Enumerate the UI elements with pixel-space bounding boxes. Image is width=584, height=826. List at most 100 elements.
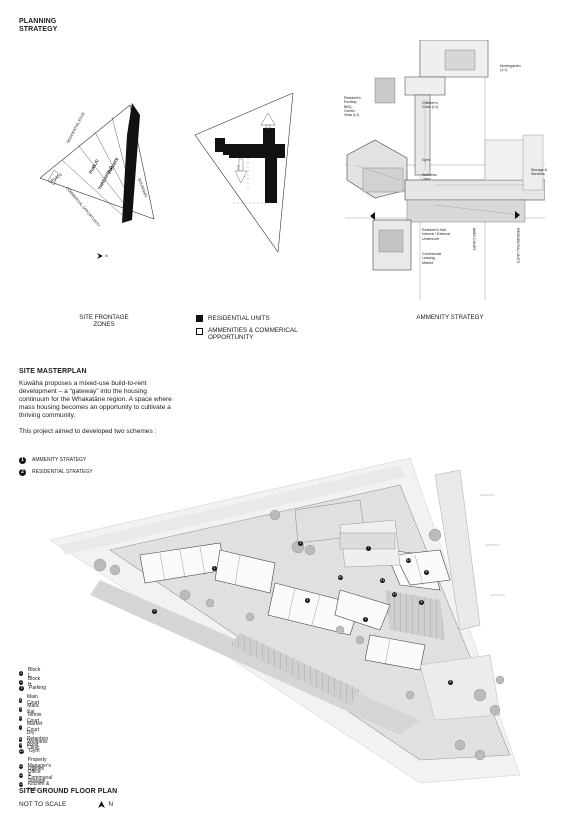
masterplan-description: Kuwāha proposes a mixed-use build-to-ren… bbox=[19, 380, 279, 437]
legend-number: 1 bbox=[19, 670, 24, 676]
schemes-intro: This project aimed to developed two sche… bbox=[19, 428, 157, 436]
planning-title-line1: PLANNING bbox=[19, 18, 57, 25]
amenity-text: Leasing, bbox=[422, 256, 436, 261]
amenity-text: Rooftop bbox=[344, 100, 357, 105]
legend-label: Market Court bbox=[26, 721, 43, 733]
amenity-label-main-court: MAIN COURT bbox=[472, 228, 476, 251]
amenity-text: Internal / External bbox=[422, 232, 451, 237]
amenity-strategy-caption: AMMENITY STRATEGY bbox=[416, 314, 484, 321]
legend-label: Main Court bbox=[26, 694, 40, 706]
schemes-list: 1 AMMENITY STRATEGY 2 RESIDENTIAL STRATE… bbox=[19, 455, 93, 477]
legend-amenities-label: AMMENITIES & COMMERICAL OPPORTUNITY bbox=[208, 327, 298, 342]
zones-north-label: N bbox=[105, 253, 108, 258]
amenity-label-residential-units: RESIDENTIAL UNITS bbox=[516, 228, 520, 264]
amenity-strategy-plan bbox=[345, 40, 545, 300]
north-arrow-icon bbox=[98, 801, 106, 808]
site-frontage-caption-line1: SITE FRONTAGE bbox=[79, 314, 129, 321]
amenity-label-residents-hall: Resident's Hall, Internal / External Und… bbox=[422, 228, 450, 241]
planning-title-line2: STRATEGY bbox=[19, 26, 58, 33]
legend-label: Gym bbox=[29, 748, 40, 754]
plan-marker-3: 3 bbox=[152, 609, 157, 614]
legend-number: 5 bbox=[19, 706, 23, 712]
site-frontage-caption: SITE FRONTAGE ZONES bbox=[58, 314, 150, 329]
legend-residential-label: RESIDENTIAL UNITS bbox=[208, 315, 270, 322]
legend-number: 2 bbox=[19, 679, 23, 685]
amenity-label-rooftop: Resident's Rooftop BBQ, Ocean Vista (L2) bbox=[344, 96, 361, 117]
plan-marker-12: 12 bbox=[392, 592, 397, 597]
legend-label: Property Manager's Office bbox=[27, 757, 51, 775]
scheme-number: 2 bbox=[19, 468, 26, 476]
amenity-text: Market bbox=[422, 260, 433, 265]
amenity-text: Wellness bbox=[422, 173, 437, 177]
amenity-text: Commercial bbox=[422, 252, 442, 256]
amenity-text: Kindergarten bbox=[500, 64, 521, 68]
plan-marker-7: 7 bbox=[366, 546, 371, 551]
scheme-label: AMMENITY STRATEGY bbox=[32, 457, 87, 463]
plan-legend-item: 9 Wellness Clinic bbox=[19, 739, 49, 751]
legend-amenities-line2: OPPORTUNITY bbox=[208, 334, 254, 342]
plan-legend-item: 3 Parking bbox=[19, 685, 46, 691]
amenity-label-wellness: Wellness Clinic bbox=[422, 173, 437, 182]
legend-number: 3 bbox=[19, 685, 24, 691]
plan-scale-row: NOT TO SCALE N bbox=[19, 801, 113, 808]
amenity-label-childrens-court: Children's Court (L1) bbox=[422, 101, 438, 110]
description-line: continuum for the Whakatāne region. A sp… bbox=[19, 396, 172, 404]
residential-swatch bbox=[196, 315, 203, 322]
legend-number: 6 bbox=[19, 715, 22, 721]
scale-note: NOT TO SCALE bbox=[19, 801, 67, 808]
plan-marker-1: 1 bbox=[212, 566, 217, 571]
north-label: N bbox=[108, 801, 114, 808]
scheme-label: RESIDENTIAL STRATEGY bbox=[32, 469, 93, 475]
site-frontage-caption-line2: ZONES bbox=[93, 321, 115, 329]
plan-marker-11: 11 bbox=[380, 578, 385, 583]
site-masterplan-title: SITE MASTERPLAN bbox=[19, 368, 87, 375]
plan-legend-item: 7 Market Court bbox=[19, 721, 44, 733]
amenity-text: Resident's bbox=[344, 96, 361, 100]
description-line: mass housing becomes an opportunity to c… bbox=[19, 404, 171, 412]
site-frontage-zones-diagram bbox=[40, 103, 155, 223]
planning-strategy-title: PLANNING STRATEGY bbox=[19, 18, 57, 34]
north-arrow-icon bbox=[97, 253, 103, 259]
legend-label: Parking bbox=[29, 685, 46, 691]
residential-blocks-diagram bbox=[194, 93, 294, 253]
site-ground-floor-plan-title: SITE GROUND FLOOR PLAN bbox=[19, 788, 118, 795]
plan-marker-10: 10 bbox=[338, 575, 343, 580]
zones-north-arrow: N bbox=[97, 253, 108, 259]
legend-label: Block L bbox=[28, 667, 41, 679]
legend-number: 7 bbox=[19, 724, 22, 730]
plan-marker-13: 13 bbox=[406, 558, 411, 563]
description-line: Kuwāha proposes a mixed-use build-to-ren… bbox=[19, 380, 147, 387]
amenity-text: (1:1) bbox=[500, 68, 508, 73]
legend-number: 8 bbox=[19, 736, 22, 742]
description-line: development – a “gateway” into the housi… bbox=[19, 388, 147, 396]
amenity-label-commercial: Commercial Leasing, Market bbox=[422, 252, 441, 265]
legend-number: 9 bbox=[19, 742, 23, 748]
legend-number: 10 bbox=[19, 748, 24, 754]
plan-legend-item: 4 Main Court bbox=[19, 694, 41, 706]
amenity-text: Storage & bbox=[531, 168, 547, 172]
legend-number: 4 bbox=[19, 697, 22, 703]
legend-amenities-line1: AMMENITIES & COMMERICAL bbox=[208, 327, 298, 334]
scheme-item: 1 AMMENITY STRATEGY bbox=[19, 455, 93, 465]
amenity-label-gym: Gym bbox=[422, 158, 430, 162]
legend-label: Tennis Court bbox=[26, 712, 42, 724]
legend-number: 11 bbox=[19, 763, 23, 769]
amenity-text: Children's bbox=[422, 101, 438, 105]
site-ground-floor-plan bbox=[49, 457, 521, 784]
scheme-item: 2 RESIDENTIAL STRATEGY bbox=[19, 467, 93, 477]
amenity-text: Ocean bbox=[344, 108, 355, 113]
amenity-text: Resident's Hall, bbox=[422, 228, 447, 232]
plan-marker-9: 9 bbox=[424, 570, 429, 575]
plan-legend-item: 1 Block L bbox=[19, 667, 41, 679]
plan-marker-4: 4 bbox=[305, 598, 310, 603]
legend-label: Wellness Clinic bbox=[27, 739, 48, 751]
legend-number: 12 bbox=[19, 772, 23, 778]
legend-number: 13 bbox=[19, 781, 23, 787]
amenity-label-storage: Storage & Services bbox=[531, 168, 547, 177]
amenities-swatch bbox=[196, 328, 203, 335]
